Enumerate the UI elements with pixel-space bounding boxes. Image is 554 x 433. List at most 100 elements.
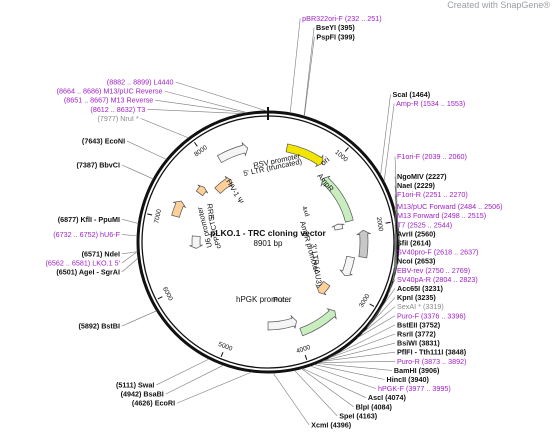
plasmid-size: 8901 bp [254, 239, 283, 248]
label-leader [328, 333, 396, 359]
primer-label[interactable]: (6562 .. 6581) LKO.1 5' [46, 258, 121, 267]
site-label[interactable]: BseYI (395) [316, 23, 355, 32]
primer-label[interactable]: (8664 .. 8686) M13/pUC Reverse [57, 87, 163, 96]
site-label[interactable]: ScaI (1464) [393, 90, 431, 99]
label-leader [322, 351, 396, 362]
feature-ori[interactable] [285, 143, 324, 168]
primer-label[interactable]: SV40pro-F (2618 .. 2637) [397, 248, 479, 257]
tick-label: 4000 [295, 344, 311, 355]
label-leader [392, 261, 396, 281]
label-leader [156, 358, 210, 386]
primer-label[interactable]: T7 (2525 .. 2544) [397, 220, 452, 229]
feature-label-rre: RRE [205, 203, 216, 220]
label-leader [329, 324, 396, 358]
site-label[interactable]: Acc65I (3231) [397, 284, 444, 293]
primer-label[interactable]: SV40pA-R (2804 .. 2823) [397, 275, 478, 284]
primer-label[interactable]: Puro-F (3376 .. 3396) [397, 311, 466, 320]
feature-ampr[interactable] [320, 175, 354, 223]
feature-label-puro: Pur... [273, 295, 291, 304]
feature-ampr-promoter[interactable] [331, 223, 345, 231]
site-label[interactable]: SfiI (2614) [397, 239, 432, 248]
site-label[interactable]: (7977) NruI * [97, 114, 138, 123]
site-label[interactable]: KpnI (3235) [397, 293, 436, 302]
primer-label[interactable]: F1ori-R (2251 .. 2270) [397, 190, 468, 199]
tick-label: 7000 [153, 208, 163, 224]
site-label[interactable]: (6571) NdeI [82, 249, 120, 258]
feature-hiv-1[interactable] [195, 184, 209, 197]
label-leader [140, 118, 189, 139]
feature-u6-promoter[interactable] [189, 235, 203, 249]
feature-hpgk-promoter[interactable] [267, 314, 297, 331]
site-label[interactable]: (7387) BbvCI [76, 161, 120, 170]
site-label[interactable]: BlpI (4084) [356, 402, 393, 411]
label-leader [289, 18, 301, 113]
primer-label[interactable]: Amp-R (1534 .. 1553) [396, 99, 465, 108]
label-leader [272, 372, 310, 426]
label-leader [394, 194, 400, 246]
feature-rsv-promoter[interactable] [216, 141, 249, 164]
site-label[interactable]: (7643) EcoNI [82, 137, 125, 146]
label-leader [394, 185, 400, 243]
feature-5-ltr-truncated[interactable] [214, 176, 233, 195]
site-label[interactable]: XcmI (4396) [311, 421, 352, 430]
primer-label[interactable]: pBR322ori-F (232 .. 251) [302, 14, 382, 23]
primer-label[interactable]: Puro-R (3873 .. 3892) [397, 357, 467, 366]
primer-label[interactable]: (8612 .. 8632) T3 [90, 105, 145, 114]
site-label[interactable]: (4942) BsaBI [121, 390, 164, 399]
label-leader [317, 363, 392, 371]
label-leader [319, 361, 396, 363]
site-label[interactable]: (6877) KflI - PpuMI [58, 215, 120, 224]
site-label[interactable]: NgoMIV (2227) [397, 172, 447, 181]
label-leader [294, 370, 338, 417]
label-leader [303, 27, 315, 117]
primer-label[interactable]: (8651 .. 8667) M13 Reverse [64, 96, 154, 105]
tick-label: 3000 [358, 293, 372, 309]
primer-label[interactable]: M13/pUC Forward (2484 .. 2506) [397, 202, 502, 211]
primer-label[interactable]: M13 Forward (2498 .. 2515) [397, 211, 486, 220]
label-leader [310, 365, 377, 389]
label-leader [387, 279, 396, 295]
tick-mark [344, 147, 349, 152]
primer-label[interactable]: (6732 .. 6752) hU6-F [53, 230, 120, 239]
label-leader [366, 297, 396, 328]
tick-mark [220, 351, 224, 357]
primer-label[interactable]: (8882 .. 8899) L4440 [107, 78, 174, 87]
site-label[interactable]: (5892) BstBI [78, 322, 120, 331]
site-label[interactable]: BamHI (3906) [394, 366, 440, 375]
site-label[interactable]: (5111) SwaI [116, 380, 154, 389]
primer-label[interactable]: EBV-rev (2750 .. 2769) [397, 266, 470, 275]
site-label[interactable]: BstEII (3752) [397, 320, 441, 329]
site-label[interactable]: PspFI (399) [316, 32, 355, 41]
site-label[interactable]: NcoI (2653) [397, 257, 436, 266]
site-label[interactable]: (6501) AgeI - SgrAI [56, 268, 120, 277]
label-leader [121, 251, 138, 264]
site-label[interactable]: NaeI (2229) [397, 181, 436, 190]
feature-3-ltr-u3[interactable] [316, 280, 331, 296]
site-label[interactable]: SpeI (4163) [339, 411, 378, 420]
site-label[interactable]: AscI (4074) [368, 393, 407, 402]
label-layer: pBR322ori-F (232 .. 251)BseYI (395)PspFI… [46, 14, 503, 429]
label-leader [394, 224, 397, 271]
label-leader [302, 368, 367, 398]
label-leader [301, 368, 354, 408]
feature-label-hpgk: hPGK promoter [236, 295, 292, 304]
site-label[interactable]: AvrII (2560) [397, 229, 436, 238]
feature-rre[interactable] [171, 200, 187, 218]
primer-label[interactable]: hPGK-F (3977 .. 3995) [378, 384, 451, 393]
label-leader [389, 270, 396, 291]
feature-puror[interactable] [299, 308, 337, 337]
snapgene-watermark: Created with SnapGene® [447, 0, 550, 10]
label-leader [176, 371, 252, 404]
site-label[interactable]: (4626) EcoRI [132, 399, 175, 408]
site-label[interactable]: BsiWI (3831) [397, 339, 440, 348]
tick-label: 8000 [193, 144, 209, 158]
site-label[interactable]: SexAI * (3319) [397, 302, 444, 311]
tick-mark [304, 354, 308, 360]
feature-f1-ori[interactable] [356, 229, 372, 259]
primer-label[interactable]: F1ori-F (2039 .. 2060) [397, 152, 467, 161]
feature-sv40-promoter[interactable] [339, 255, 355, 277]
site-label[interactable]: RsrII (3772) [397, 330, 436, 339]
label-leader [394, 215, 397, 268]
site-label[interactable]: HincII (3940) [387, 375, 430, 384]
site-label[interactable]: PflFI - Tth111I (3848) [397, 348, 467, 357]
